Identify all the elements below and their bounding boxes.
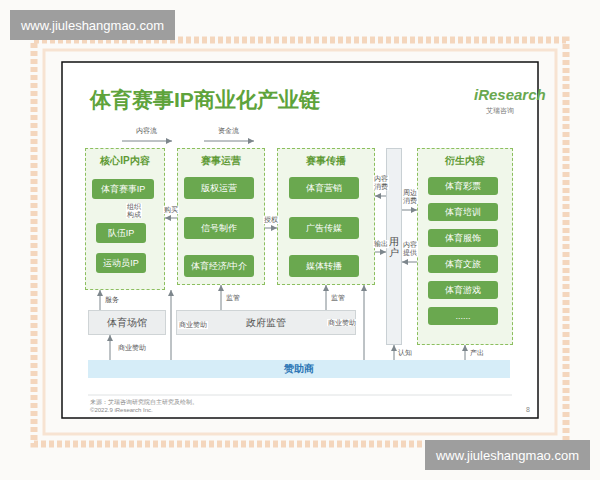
watermark: www.jiuleshangmao.com — [425, 440, 590, 470]
flow-arrow — [326, 285, 327, 310]
process-box: 体育彩票 — [428, 177, 498, 195]
box-label: 队伍IP — [108, 227, 135, 240]
edge-label: 监管 — [225, 294, 241, 302]
legend-text: 内容流 — [136, 126, 157, 136]
flow-arrow — [265, 228, 277, 229]
box-label: 体育营销 — [306, 182, 342, 195]
edge-label: 周边消费 — [402, 189, 418, 204]
legend-sample-line — [204, 141, 254, 142]
process-box: 体育服饰 — [428, 229, 498, 247]
edge-label: 组织构成 — [126, 203, 142, 218]
edge-label: 授权 — [263, 216, 279, 224]
flow-arrow — [394, 345, 395, 360]
box-label: 体育场馆 — [107, 316, 147, 330]
process-box: 信号制作 — [184, 217, 254, 239]
edge-label: 商业赞助 — [327, 319, 357, 327]
group-heading: 赛事运营 — [178, 154, 264, 168]
legend-sample-line — [122, 141, 172, 142]
box-label: ...... — [455, 311, 470, 321]
logo-subtext: 艾瑞咨询 — [486, 106, 514, 116]
process-box: 体育场馆 — [88, 310, 166, 335]
watermark: www.jiuleshangmao.com — [10, 10, 175, 40]
flow-arrow — [402, 210, 417, 211]
group-heading: 赛事传播 — [278, 154, 374, 168]
process-box: 体育游戏 — [428, 281, 498, 299]
box-label: 用户 — [389, 236, 399, 258]
process-box: 媒体转播 — [289, 255, 359, 277]
flow-arrow — [100, 290, 101, 310]
edge-label: 产出 — [469, 349, 485, 357]
copyright: ©2022.9 iResearch Inc. — [90, 407, 153, 413]
edge-label: 商业赞助 — [117, 344, 147, 352]
slide-frame — [62, 62, 538, 418]
process-box: 体育文旅 — [428, 255, 498, 273]
flow-arrow — [165, 218, 177, 219]
edge-label: 购买 — [163, 206, 179, 214]
flow-arrow — [375, 196, 386, 197]
flow-arrow — [375, 252, 386, 253]
box-label: 运动员IP — [103, 257, 139, 270]
process-box: 队伍IP — [96, 223, 146, 243]
decor-frame-inner — [44, 50, 556, 434]
box-label: 政府监管 — [246, 316, 286, 330]
process-box: 体育营销 — [289, 177, 359, 199]
edge-label: 商业赞助 — [178, 321, 208, 329]
page-number: 8 — [526, 406, 530, 413]
group-box: 赛事传播体育营销广告传媒媒体转播 — [277, 148, 375, 285]
process-box: 广告传媒 — [289, 217, 359, 239]
box-label: 体育游戏 — [445, 284, 481, 297]
box-label: 体育赛事IP — [101, 183, 146, 196]
group-box: 衍生内容体育彩票体育培训体育服饰体育文旅体育游戏...... — [417, 148, 513, 345]
group-box: 赛事运营版权运营信号制作体育经济/中介 — [177, 148, 265, 285]
logo-text: iResearch — [474, 86, 546, 103]
flow-arrow — [402, 262, 417, 263]
decor-frame — [34, 40, 566, 444]
edge-label: 监管 — [330, 294, 346, 302]
footer-rule — [88, 395, 512, 396]
box-label: 体育培训 — [445, 206, 481, 219]
box-label: 体育经济/中介 — [191, 260, 248, 273]
group-box: 核心IP内容体育赛事IP 队伍IP 运动员IP — [85, 148, 165, 290]
box-label: 体育彩票 — [445, 180, 481, 193]
box-label: 赞助商 — [284, 362, 314, 376]
source-note: 来源：艾瑞咨询研究院自主研究及绘制。 — [90, 398, 198, 407]
edge-label: 输出 — [373, 240, 389, 248]
group-heading: 衍生内容 — [418, 154, 512, 168]
box-label: 体育文旅 — [445, 258, 481, 271]
box-label: 信号制作 — [201, 222, 237, 235]
diagram-title: 体育赛事IP商业化产业链 — [90, 86, 320, 114]
box-label: 媒体转播 — [306, 260, 342, 273]
box-label: 版权运营 — [201, 182, 237, 195]
process-box: 体育经济/中介 — [184, 255, 254, 277]
flow-arrow — [171, 290, 172, 360]
flow-arrow — [110, 335, 111, 360]
process-box: ...... — [428, 307, 498, 325]
legend-text: 资金流 — [218, 126, 239, 136]
edge-label: 内容消费 — [373, 175, 389, 190]
process-box: 版权运营 — [184, 177, 254, 199]
box-label: 广告传媒 — [306, 222, 342, 235]
group-heading: 核心IP内容 — [86, 154, 164, 168]
edge-label: 内容提供 — [402, 241, 418, 256]
process-box: 运动员IP — [96, 253, 146, 273]
process-box: 体育培训 — [428, 203, 498, 221]
edge-label: 服务 — [104, 296, 120, 304]
sponsor-band: 赞助商 — [88, 360, 510, 378]
flow-arrow — [221, 285, 222, 310]
box-label: 体育服饰 — [445, 232, 481, 245]
flow-arrow — [364, 285, 365, 360]
flow-arrow — [465, 345, 466, 360]
edge-label: 认知 — [397, 349, 413, 357]
process-box: 体育赛事IP — [92, 179, 154, 199]
